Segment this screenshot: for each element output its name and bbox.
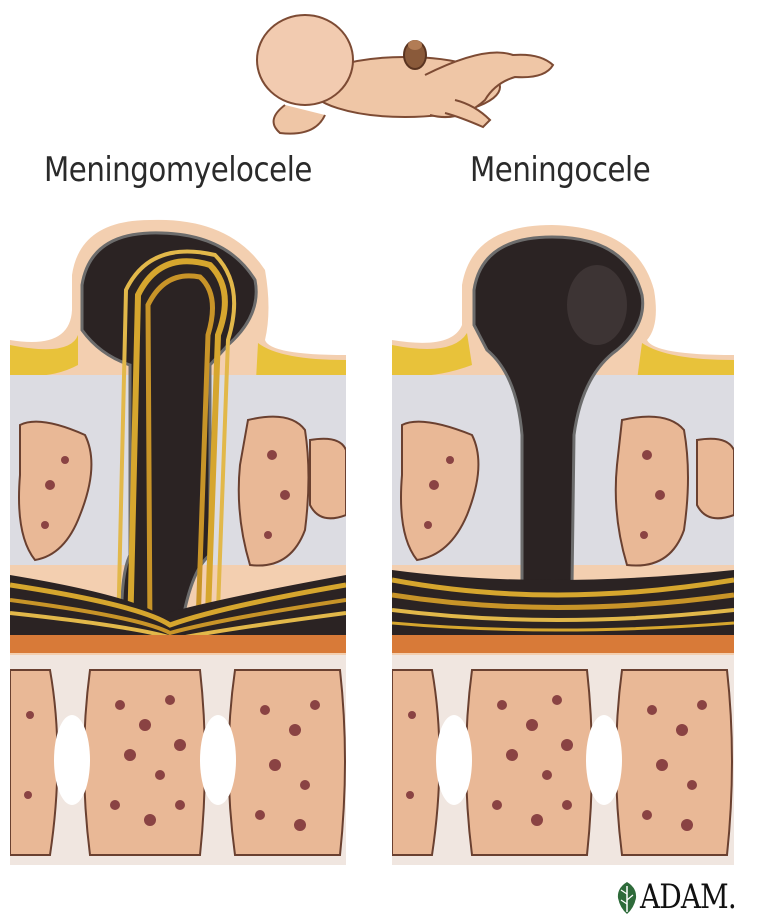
vertebral-body-2 (229, 670, 346, 855)
meningocele-cross-section (392, 215, 734, 865)
ligament-strip (10, 635, 346, 653)
adam-leaf-icon (612, 880, 642, 916)
adam-logo-text: ADAM. (640, 877, 736, 917)
meningomyelocele-label: Meningomyelocele (44, 150, 312, 190)
intervertebral-disc-1 (54, 715, 90, 805)
vertebral-body-1 (84, 670, 205, 855)
infant-illustration (255, 5, 560, 145)
meningocele-label: Meningocele (470, 150, 650, 190)
meningomyelocele-cross-section (10, 215, 346, 865)
intervertebral-disc-2 (200, 715, 236, 805)
vertebral-arch-right (239, 417, 309, 566)
